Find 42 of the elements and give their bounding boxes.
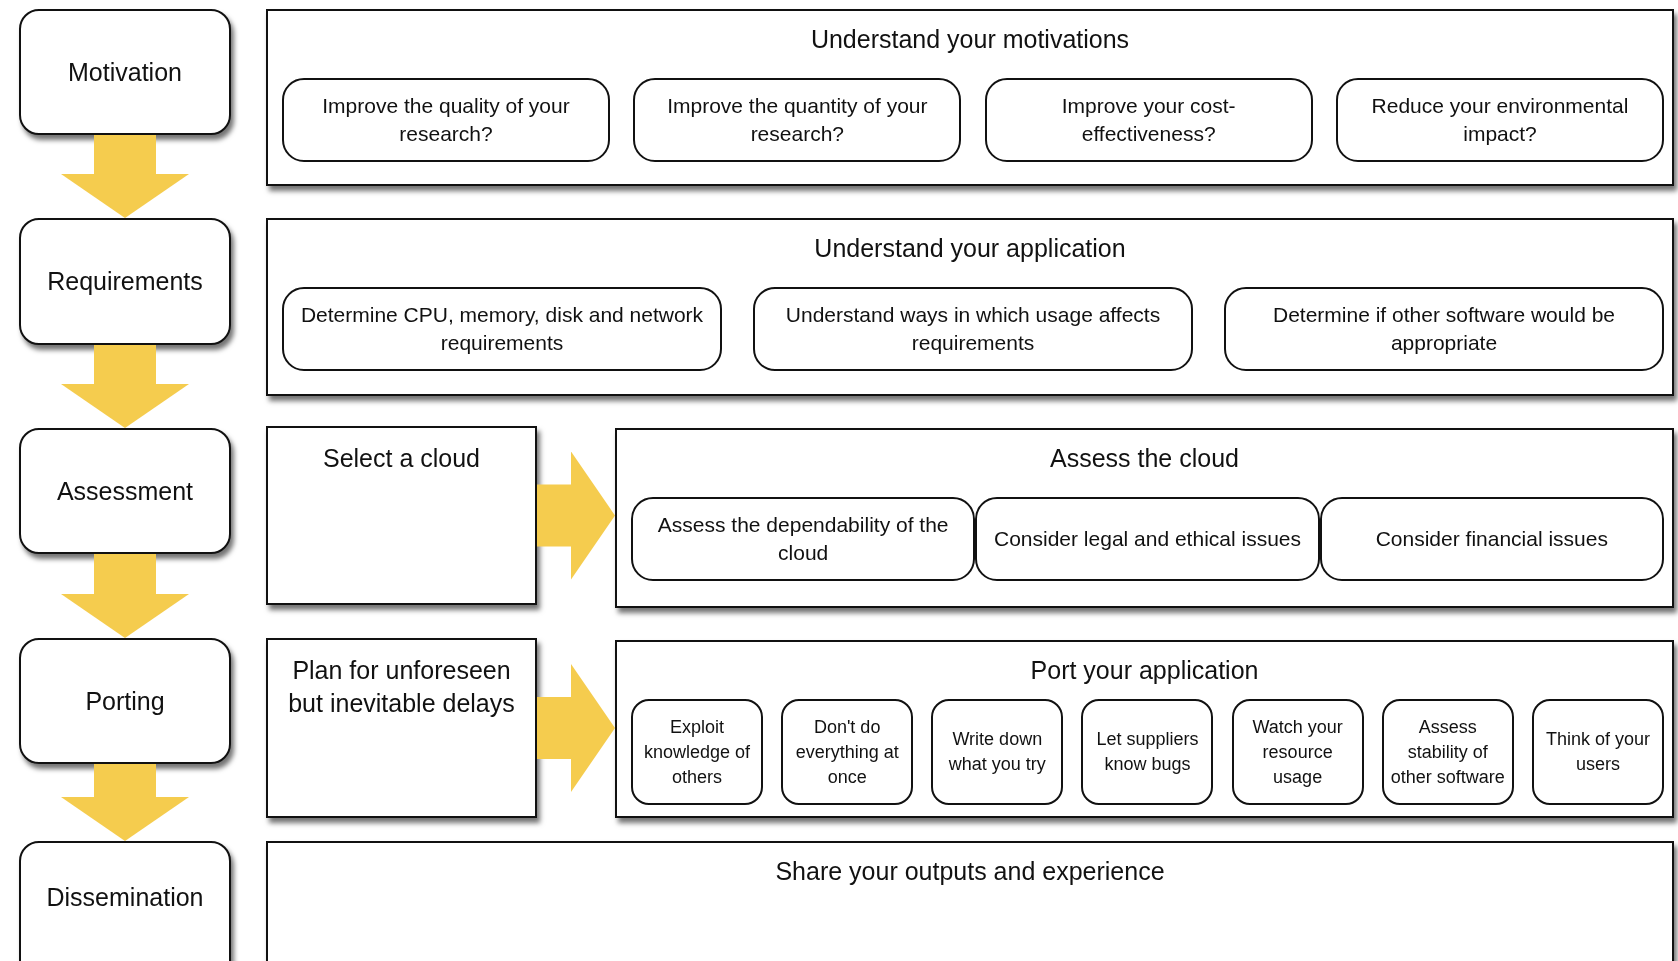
step-panel: [615, 640, 1674, 818]
block-arrow: [61, 135, 189, 218]
step-pill: Let suppliers know bugs: [1081, 699, 1214, 805]
stage-box: Dissemination: [19, 841, 231, 961]
step-panel: [615, 428, 1674, 608]
step-pill: Consider legal and ethical issues: [975, 497, 1320, 581]
step-panel: [266, 218, 1674, 396]
stage-box: Requirements: [19, 218, 231, 345]
stage-box: Motivation: [19, 9, 231, 135]
panel-title: Share your outputs and experience: [775, 857, 1165, 886]
step-pill: Consider financial issues: [1319, 497, 1664, 581]
step-pill: Assess the dependability of the cloud: [631, 497, 976, 581]
block-arrow: [537, 664, 615, 792]
step-pill: Improve your cost-effectiveness?: [984, 78, 1313, 162]
step-panel: [266, 9, 1674, 186]
stage-box: Porting: [19, 638, 231, 764]
panel-title: Understand your motivations: [810, 25, 1130, 54]
step-pill: Improve the quantity of your research?: [633, 78, 962, 162]
step-pill: Understand ways in which usage affects requirements: [753, 287, 1193, 371]
step-pill: Determine if other software would be appropriate: [1224, 287, 1664, 371]
step-panel: [266, 841, 1674, 961]
block-arrow: [61, 764, 189, 841]
panel-title: Plan for unforeseen but inevitable delays: [287, 655, 516, 719]
panel-title: Assess the cloud: [1050, 444, 1239, 473]
step-pill: Reduce your environmental impact?: [1336, 78, 1664, 162]
step-panel: [266, 426, 537, 605]
panel-title: Port your application: [1030, 656, 1259, 685]
panel-title: Select a cloud: [321, 443, 481, 474]
step-pill: Determine CPU, memory, disk and network requirements: [282, 287, 722, 371]
block-arrow: [537, 451, 615, 580]
step-pill: Think of your users: [1531, 699, 1664, 805]
step-pill: Improve the quality of your research?: [282, 78, 610, 162]
step-pill: Don't do everything at once: [781, 699, 914, 805]
block-arrow: [61, 554, 189, 638]
step-pill: Watch your resource usage: [1231, 699, 1364, 805]
step-pill: Exploit knowledge of others: [631, 699, 763, 805]
block-arrow: [61, 345, 189, 428]
step-panel: [266, 638, 537, 818]
stage-box: Assessment: [19, 428, 231, 554]
panel-title: Understand your application: [814, 234, 1126, 263]
step-pill: Write down what you try: [931, 699, 1064, 805]
step-pill: Assess stability of other software: [1381, 699, 1514, 805]
